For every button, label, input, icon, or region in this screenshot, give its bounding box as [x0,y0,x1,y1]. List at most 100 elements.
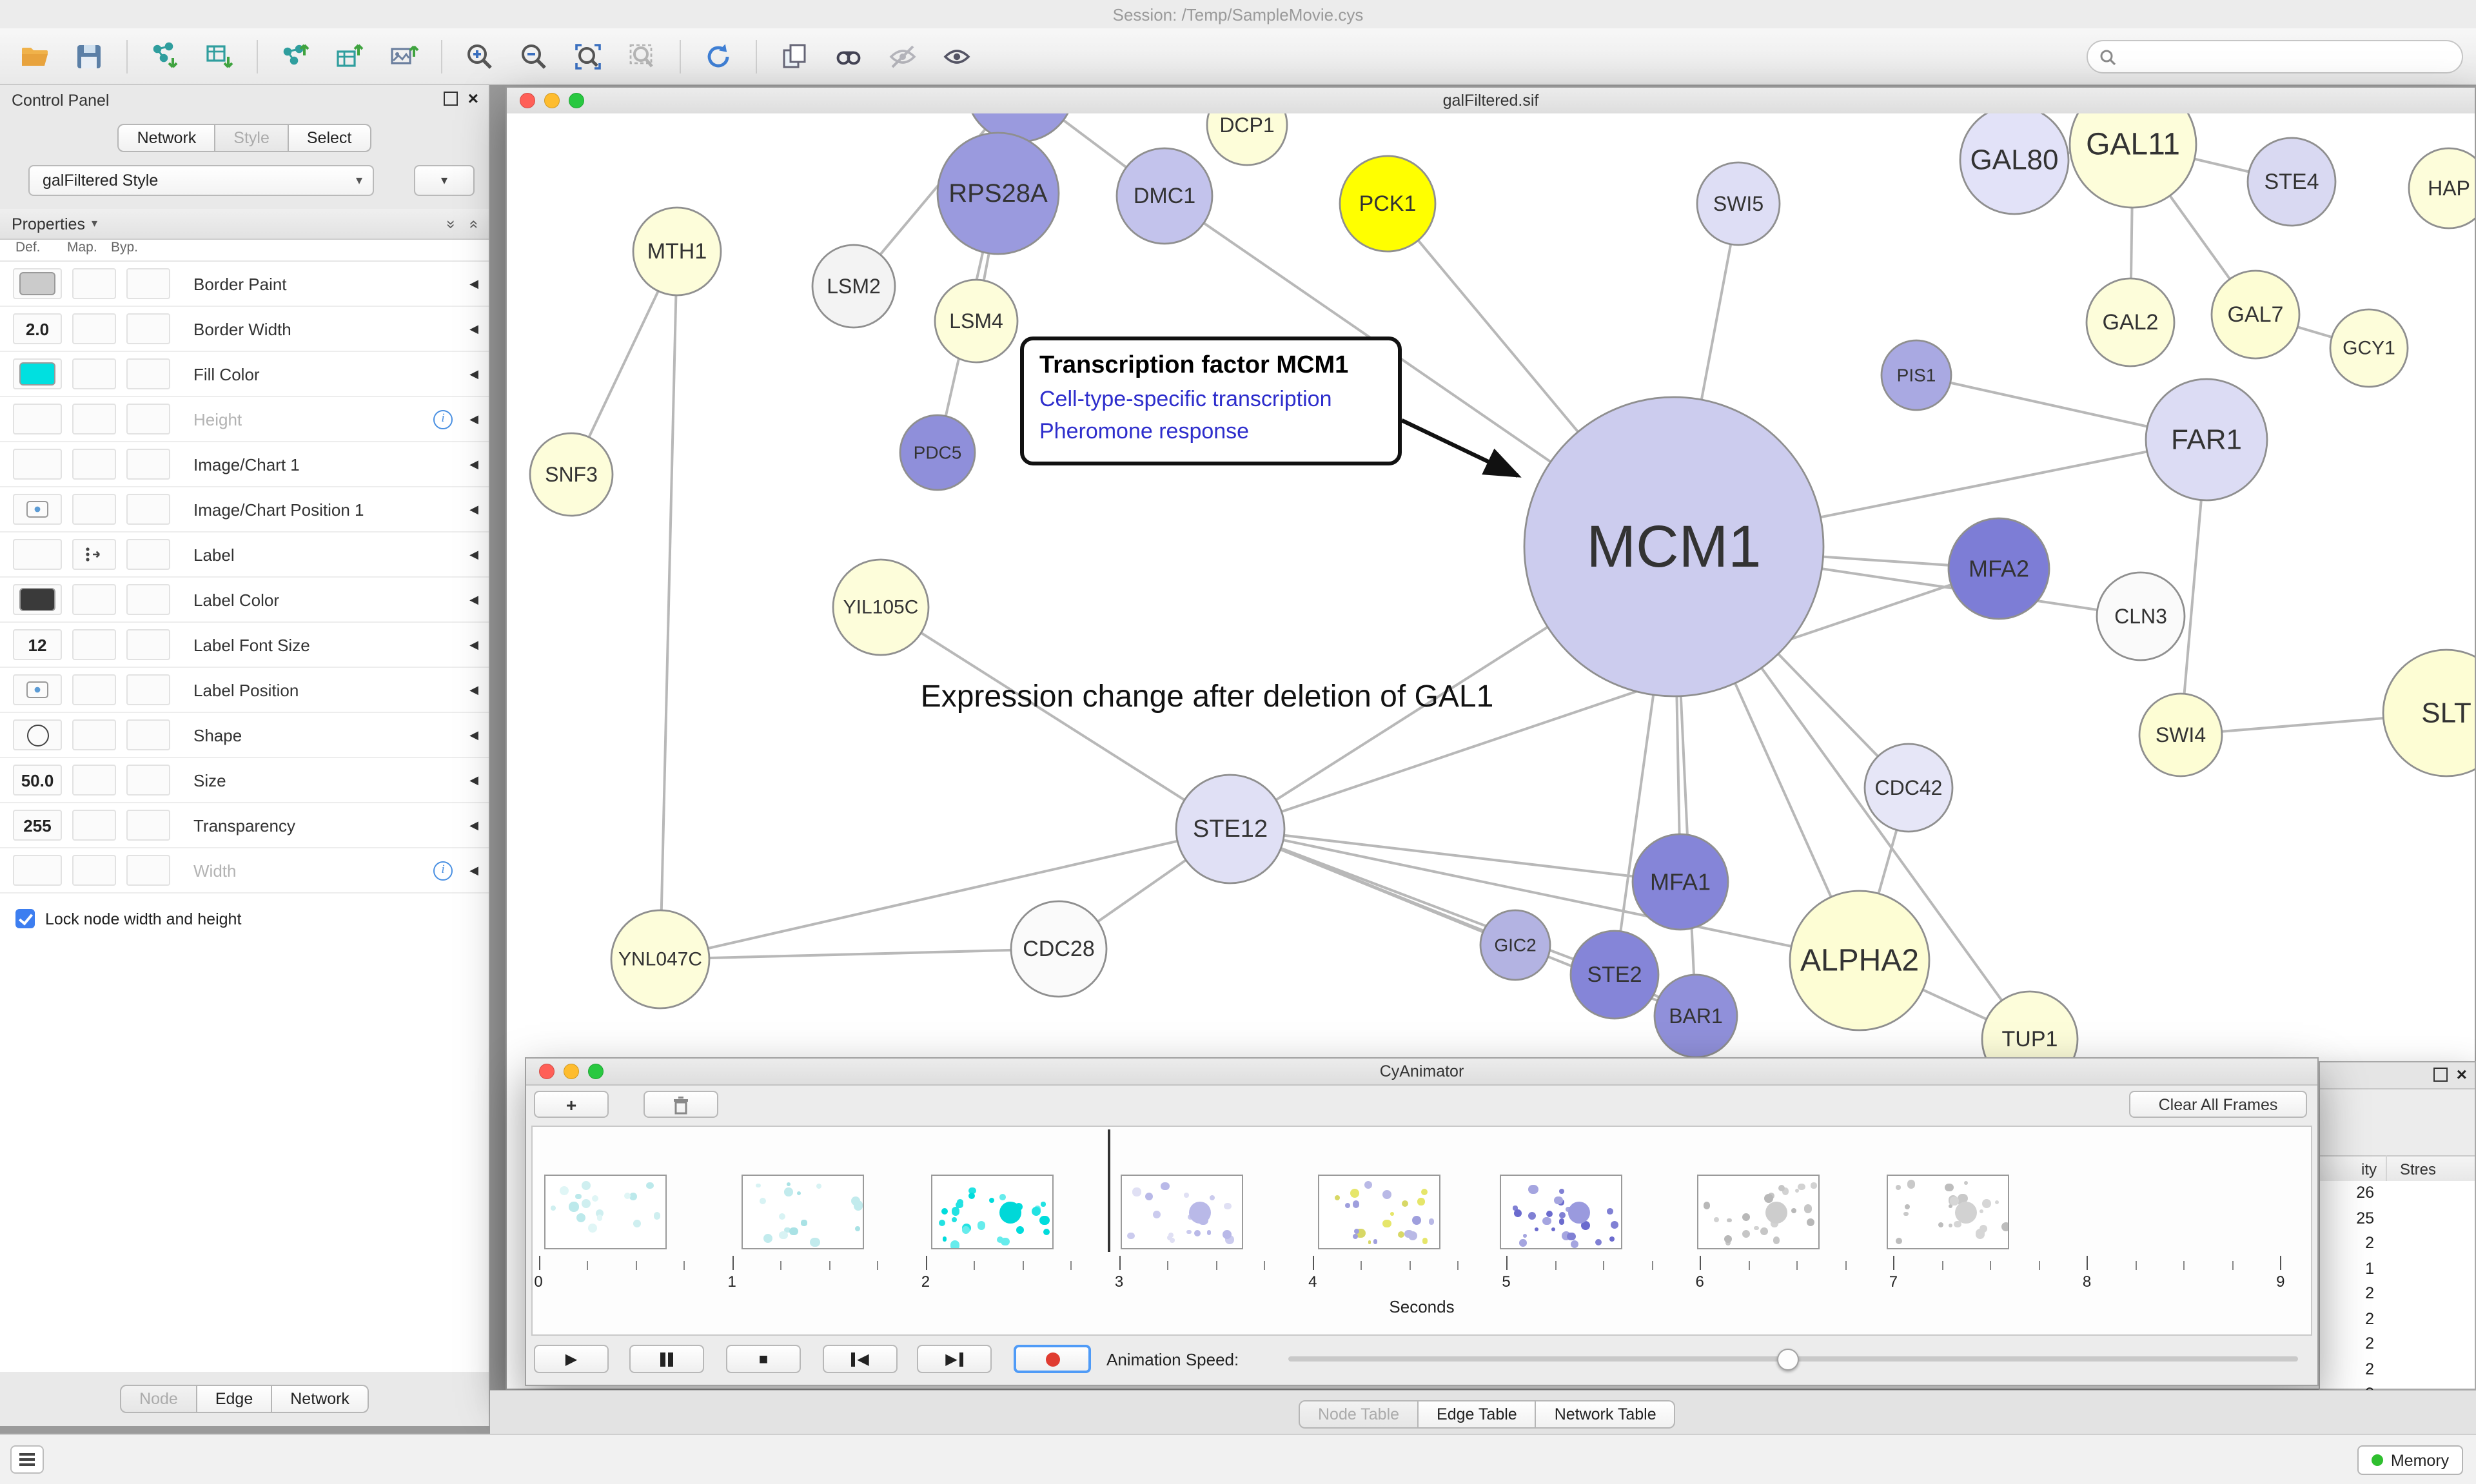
tab-network-table[interactable]: Network Table [1536,1400,1676,1429]
properties-header[interactable]: Properties ▾ » » [0,209,489,240]
node-mth1[interactable]: MTH1 [632,206,722,297]
property-row-shape[interactable]: Shape◀ [0,713,489,758]
expand-row-icon[interactable]: ◀ [469,457,478,470]
export-image-button[interactable] [377,34,431,78]
property-row-fill-color[interactable]: Fill Color◀ [0,352,489,397]
node-ste4[interactable]: STE4 [2246,137,2337,227]
import-network-button[interactable] [138,34,192,78]
node-snf3[interactable]: SNF3 [529,432,614,517]
node-lsm4[interactable]: LSM4 [934,278,1019,364]
expand-row-icon[interactable]: ◀ [469,502,478,515]
tab-node[interactable]: Node [120,1385,197,1413]
expand-row-icon[interactable]: ◀ [469,412,478,425]
stop-button[interactable]: ■ [726,1345,801,1373]
animation-speed-slider[interactable] [1288,1349,2298,1371]
frame-thumbnail-1[interactable] [742,1175,864,1249]
mcm1-annotation[interactable]: Transcription factor MCM1 Cell-type-spec… [1020,337,1402,465]
zoom-in-button[interactable] [453,34,507,78]
property-row-label[interactable]: Label◀ [0,532,489,578]
node-dcp1[interactable]: DCP1 [1206,113,1288,166]
node-mcm1[interactable]: MCM1 [1523,396,1825,698]
record-button[interactable] [1014,1345,1091,1373]
node-ynl047c[interactable]: YNL047C [610,909,711,1010]
edge-STE12-MFA2[interactable] [1230,567,1999,830]
hide-selected-button[interactable] [876,34,930,78]
zoom-fit-button[interactable] [561,34,615,78]
close-panel-icon[interactable]: × [2456,1064,2467,1084]
property-row-image-chart-position-1[interactable]: Image/Chart Position 1◀ [0,487,489,532]
edge-STE12-YIL105C[interactable] [879,606,1232,830]
expand-all-icon[interactable]: » [442,219,460,228]
network-window-titlebar[interactable]: galFiltered.sif [507,88,2475,115]
node-ste12[interactable]: STE12 [1175,774,1286,884]
annotation-link-1[interactable]: Cell-type-specific transcription [1039,387,1332,411]
collapse-all-icon[interactable]: » [464,219,482,228]
node-alpha2[interactable]: ALPHA2 [1789,890,1931,1031]
slider-thumb[interactable] [1777,1349,1799,1371]
node-pis1[interactable]: PIS1 [1880,339,1952,411]
frame-thumbnail-0[interactable] [544,1175,667,1249]
node-cdc42[interactable]: CDC42 [1863,743,1954,833]
node-pck1[interactable]: PCK1 [1339,155,1437,253]
node-mfa1[interactable]: MFA1 [1631,833,1729,931]
expand-row-icon[interactable]: ◀ [469,863,478,876]
frame-thumbnail-2[interactable] [931,1175,1054,1249]
tab-edge[interactable]: Edge [197,1385,273,1413]
frame-thumbnail-3[interactable] [1121,1175,1243,1249]
expand-row-icon[interactable]: ◀ [469,818,478,831]
lock-size-checkbox[interactable] [15,909,35,928]
snapshot-button[interactable] [767,34,821,78]
edge-STE12-ALPHA2[interactable] [1230,828,1860,962]
cyanimator-titlebar[interactable]: CyAnimator [526,1059,2317,1086]
node-bar1[interactable]: BAR1 [1653,973,1738,1059]
find-button[interactable] [821,34,876,78]
table-row[interactable]: 2 [2365,1334,2374,1352]
previous-frame-button[interactable]: ◀ [823,1345,898,1373]
frame-thumbnail-4[interactable] [1318,1175,1440,1249]
edge-STE12-MFA1[interactable] [1230,828,1681,883]
node-pdc5[interactable]: PDC5 [899,414,976,491]
property-row-label-color[interactable]: Label Color◀ [0,578,489,623]
refresh-button[interactable] [691,34,745,78]
tab-select[interactable]: Select [288,124,371,152]
node-swi5[interactable]: SWI5 [1696,161,1781,246]
style-selector[interactable]: galFiltered Style ▾ [28,165,374,196]
add-frame-button[interactable]: + [534,1091,609,1118]
expand-row-icon[interactable]: ◀ [469,773,478,786]
status-menu-button[interactable] [10,1445,44,1474]
node-cln3[interactable]: CLN3 [2096,571,2186,661]
node-mfa2[interactable]: MFA2 [1947,517,2050,620]
play-button[interactable]: ▶ [534,1345,609,1373]
pause-button[interactable] [629,1345,704,1373]
tab-node-table[interactable]: Node Table [1299,1400,1419,1429]
node-gal7[interactable]: GAL7 [2210,269,2301,360]
save-button[interactable] [62,34,116,78]
expand-row-icon[interactable]: ◀ [469,277,478,289]
expand-row-icon[interactable]: ◀ [469,728,478,741]
expand-row-icon[interactable]: ◀ [469,367,478,380]
edge-MTH1-YNL047C[interactable] [659,251,678,960]
table-row[interactable]: 25 [2356,1209,2374,1227]
node-slt[interactable]: SLT [2382,649,2475,777]
node-gic2[interactable]: GIC2 [1479,909,1551,981]
tab-edge-table[interactable]: Edge Table [1419,1400,1537,1429]
column-header-stress[interactable]: Stres [2400,1160,2437,1178]
property-row-label-position[interactable]: Label Position◀ [0,668,489,713]
search-field[interactable] [2087,40,2463,73]
timeline-playhead[interactable] [1108,1129,1110,1252]
node-gal11[interactable]: GAL11 [2068,113,2197,209]
export-network-button[interactable] [268,34,322,78]
table-header-row[interactable]: ity Stres [2320,1155,2475,1184]
show-all-button[interactable] [930,34,984,78]
close-window-icon[interactable] [539,1064,555,1079]
close-window-icon[interactable] [520,93,535,108]
edge-STE12-YNL047C[interactable] [660,828,1231,961]
float-panel-icon[interactable] [2433,1068,2448,1082]
node-ste2[interactable]: STE2 [1569,930,1660,1020]
zoom-selected-button[interactable] [615,34,669,78]
